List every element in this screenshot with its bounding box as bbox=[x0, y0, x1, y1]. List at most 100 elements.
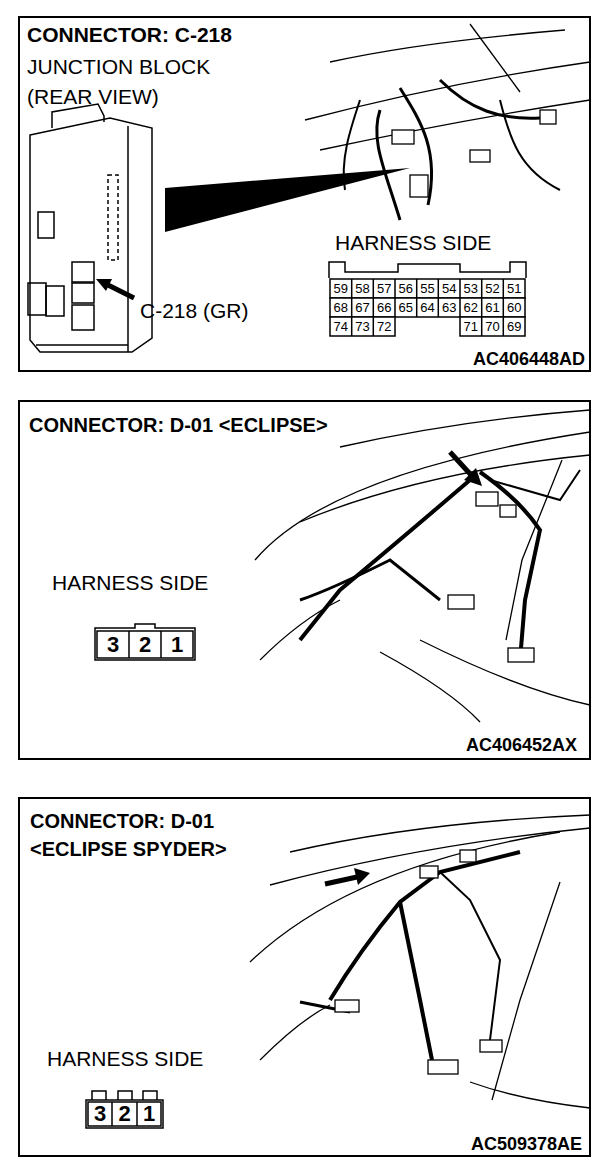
pin-number: 62 bbox=[460, 298, 482, 317]
pin-number: 72 bbox=[373, 317, 395, 336]
wire bbox=[377, 110, 400, 220]
connector bbox=[476, 492, 498, 506]
pin-number: 58 bbox=[352, 279, 374, 298]
pin-row bbox=[330, 279, 525, 298]
panel-line bbox=[320, 100, 590, 150]
body-line bbox=[260, 600, 340, 660]
body-line bbox=[340, 410, 590, 447]
body-line bbox=[255, 432, 590, 560]
pin-number: 51 bbox=[503, 279, 525, 298]
hidden-outline bbox=[108, 175, 118, 260]
body-line bbox=[300, 455, 590, 522]
pin-row bbox=[330, 317, 395, 336]
connector-d01-face bbox=[95, 624, 195, 660]
pin-number: 55 bbox=[417, 279, 439, 298]
car-drawing-spyder bbox=[250, 815, 590, 1108]
harness bbox=[440, 872, 500, 1040]
pin-number: 60 bbox=[503, 298, 525, 317]
body-line bbox=[470, 1082, 590, 1108]
connector bbox=[428, 1060, 458, 1074]
connector bbox=[392, 130, 414, 144]
pin-number: 63 bbox=[438, 298, 460, 317]
pin-number: 3 bbox=[88, 1102, 112, 1126]
relay bbox=[28, 283, 46, 315]
pin-row bbox=[460, 317, 525, 336]
arrow-shaft bbox=[325, 877, 357, 884]
connector bbox=[470, 150, 490, 162]
block-edge bbox=[127, 126, 129, 352]
wire bbox=[344, 100, 360, 190]
connector bbox=[335, 1000, 359, 1012]
pin-number: 56 bbox=[395, 279, 417, 298]
wire bbox=[440, 80, 540, 118]
pin-dividers bbox=[129, 631, 161, 658]
connector-housing bbox=[95, 624, 195, 660]
pin-row bbox=[88, 1102, 161, 1126]
connector bbox=[410, 175, 428, 197]
harness bbox=[400, 902, 432, 1060]
pin-number: 71 bbox=[460, 317, 482, 336]
pin-number: 52 bbox=[482, 279, 504, 298]
car-drawing-eclipse bbox=[255, 410, 590, 722]
pin-number: 69 bbox=[503, 317, 525, 336]
view-note: HARNESS SIDE bbox=[52, 570, 252, 595]
pointer-arrow bbox=[96, 279, 134, 298]
pin-number: 64 bbox=[417, 298, 439, 317]
harness bbox=[330, 852, 520, 1000]
body-line bbox=[270, 828, 590, 885]
body-line bbox=[492, 882, 560, 1100]
connector-c218 bbox=[72, 262, 94, 282]
pin-number: 67 bbox=[352, 298, 374, 317]
pin-number: 3 bbox=[97, 631, 129, 658]
panel-title: CONNECTOR: D-01 <ECLIPSE> bbox=[29, 412, 429, 438]
pointer-arrow bbox=[325, 868, 370, 885]
pin-dividers bbox=[112, 1102, 137, 1126]
pin-number: 59 bbox=[330, 279, 352, 298]
arrow-head bbox=[96, 279, 112, 291]
block-tab bbox=[38, 212, 54, 238]
connector-name: C-218 (GR) bbox=[140, 298, 300, 323]
harness bbox=[300, 560, 440, 600]
pin-number: 73 bbox=[352, 317, 374, 336]
panel-subtitle: JUNCTION BLOCK (REAR VIEW) bbox=[27, 52, 252, 112]
connector-c218-face bbox=[329, 262, 526, 336]
arrow-head bbox=[464, 468, 482, 486]
wire bbox=[500, 100, 560, 190]
pin-number: 57 bbox=[373, 279, 395, 298]
body-line bbox=[380, 652, 480, 722]
panel-line bbox=[470, 24, 520, 92]
body-line bbox=[420, 640, 590, 705]
harness bbox=[300, 480, 470, 640]
connector bbox=[480, 1040, 502, 1052]
view-wedge bbox=[165, 168, 410, 232]
pin-number: 54 bbox=[438, 279, 460, 298]
connector-housing bbox=[86, 1100, 163, 1128]
pin-number: 68 bbox=[330, 298, 352, 317]
connector bbox=[500, 505, 516, 517]
connector-c218 bbox=[72, 283, 94, 303]
harness bbox=[490, 470, 580, 500]
block-outline bbox=[30, 118, 152, 352]
pin-number: 1 bbox=[161, 631, 193, 658]
connector bbox=[508, 648, 534, 662]
arrow-shaft bbox=[106, 284, 134, 298]
pin-row bbox=[97, 631, 193, 658]
connector bbox=[420, 866, 438, 878]
panel-line bbox=[330, 30, 565, 62]
pin-number: 1 bbox=[137, 1102, 161, 1126]
pin-dividers bbox=[352, 279, 504, 336]
pointer-arrow bbox=[450, 452, 482, 486]
figure-code: AC509378AE bbox=[382, 1133, 582, 1155]
view-note: HARNESS SIDE bbox=[335, 230, 535, 255]
pin-number: 2 bbox=[112, 1102, 137, 1126]
body-line bbox=[260, 1005, 330, 1060]
pin-row bbox=[330, 298, 525, 317]
relay bbox=[46, 286, 64, 316]
wire bbox=[400, 88, 432, 205]
arrow-head bbox=[354, 868, 370, 885]
connector-tabs bbox=[92, 1091, 157, 1100]
connector-d01-spyder-face bbox=[86, 1091, 163, 1128]
view-note: HARNESS SIDE bbox=[47, 1046, 247, 1071]
junction-block bbox=[28, 104, 152, 352]
arrow-shaft bbox=[450, 452, 472, 476]
